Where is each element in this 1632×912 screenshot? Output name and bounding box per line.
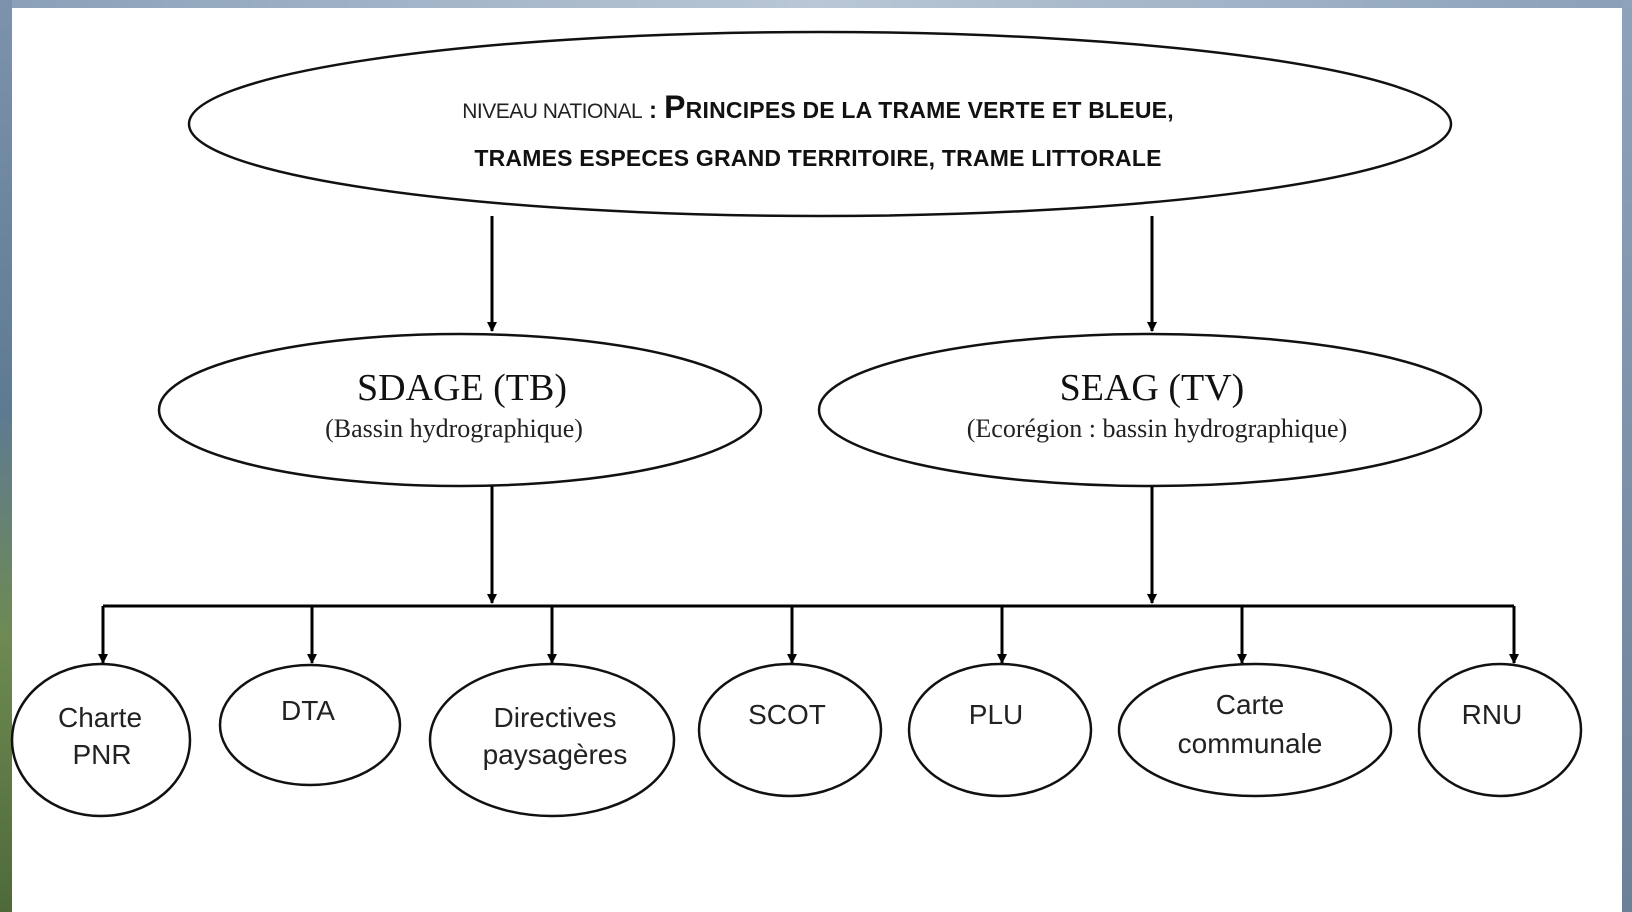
plu-label: PLU [969, 699, 1023, 730]
national-prefix: Niveau national [462, 100, 642, 123]
node-outlines [10, 30, 1583, 818]
background-photo-right [1622, 0, 1632, 912]
scot-label: SCOT [748, 699, 826, 730]
national-main-initial: P [664, 89, 686, 125]
directives-line2: paysagères [483, 739, 628, 770]
node-dta [218, 663, 402, 787]
dta-label: DTA [281, 695, 335, 726]
charte-pnr-line1: Charte [58, 702, 142, 733]
seag-title: SEAG (TV) [1060, 367, 1245, 409]
diagram-panel [12, 8, 1622, 912]
national-line2: trames especes grand territoire, trame l… [474, 145, 1161, 171]
seag-subtitle: (Ecorégion : bassin hydrographique) [967, 414, 1348, 443]
background-photo-top [0, 0, 1632, 8]
connectors [98, 216, 1519, 664]
node-charte-pnr [10, 662, 192, 818]
background-photo-left [0, 0, 12, 912]
node-sdage [157, 332, 763, 488]
node-carte-communale [1117, 662, 1393, 798]
national-separator: : [642, 97, 664, 124]
sdage-subtitle: (Bassin hydrographique) [325, 414, 583, 443]
carte-communale-line2: communale [1178, 728, 1323, 759]
node-directives-paysageres [428, 662, 676, 818]
node-national [187, 30, 1453, 218]
directives-line1: Directives [494, 702, 617, 733]
sdage-title: SDAGE (TB) [357, 367, 567, 409]
national-line1: Niveau national : Principes de la trame … [462, 89, 1174, 125]
rnu-label: RNU [1462, 699, 1523, 730]
node-rnu [1417, 662, 1583, 798]
national-main-rest: rincipes de la trame verte et bleue, [686, 97, 1174, 123]
carte-communale-line1: Carte [1216, 689, 1284, 720]
node-seag [817, 332, 1483, 488]
charte-pnr-line2: PNR [72, 739, 131, 770]
node-plu [907, 662, 1093, 798]
node-scot [697, 662, 883, 798]
